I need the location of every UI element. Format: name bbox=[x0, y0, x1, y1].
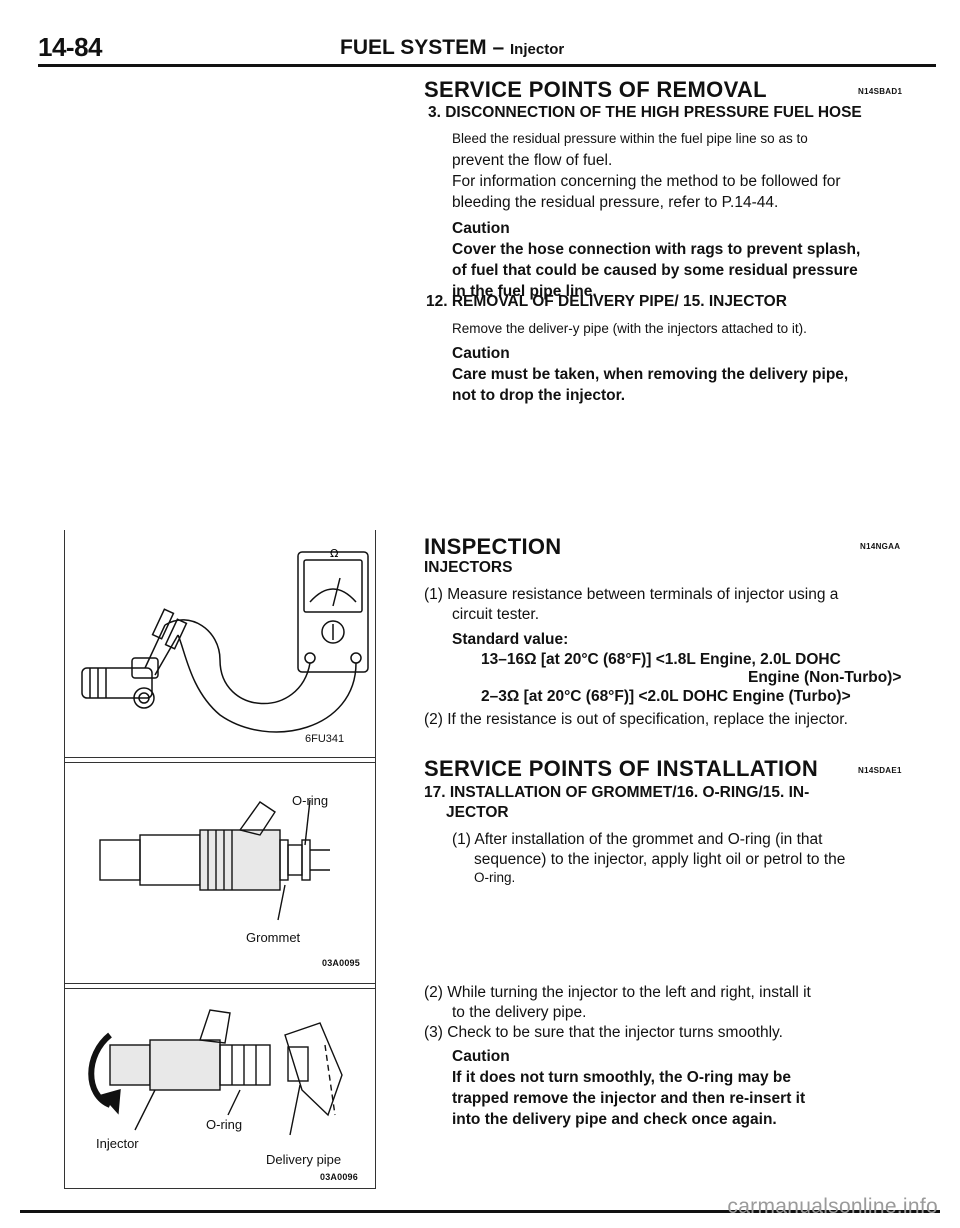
figure2-code: 03A0095 bbox=[322, 958, 360, 968]
inspection-heading: INSPECTION bbox=[424, 534, 562, 559]
injector-install-illustration bbox=[88, 1009, 343, 1136]
installation-code: N14SDAE1 bbox=[858, 766, 902, 775]
step12-text: Remove the deliver-y pipe (with the inje… bbox=[452, 321, 807, 336]
standard-value-1: 13–16Ω [at 20°C (68°F)] <1.8L Engine, 2.… bbox=[481, 651, 841, 668]
page-number: 14-84 bbox=[38, 32, 103, 62]
installation-heading: SERVICE POINTS OF INSTALLATION bbox=[424, 756, 819, 781]
figure-divider-1 bbox=[64, 757, 376, 758]
section-name: FUEL SYSTEM bbox=[340, 36, 487, 59]
figure-frame-right bbox=[375, 530, 376, 1188]
standard-value-2: 2–3Ω [at 20°C (68°F)] <2.0L DOHC Engine … bbox=[481, 688, 851, 705]
standard-value-label: Standard value: bbox=[452, 631, 569, 648]
injector-oring-grommet-illustration bbox=[99, 799, 330, 921]
inspection-item1-line2: circuit tester. bbox=[452, 606, 539, 623]
title-dash: – bbox=[492, 36, 505, 59]
figure3-code: 03A0096 bbox=[320, 1172, 358, 1182]
caution1-line2: of fuel that could be caused by some res… bbox=[452, 262, 858, 279]
install-caution-line1: If it does not turn smoothly, the O-ring… bbox=[452, 1069, 792, 1086]
inspection-item2: (2) If the resistance is out of specific… bbox=[424, 711, 848, 728]
section-subtitle: Injector bbox=[510, 41, 565, 58]
install-item1-line3: O-ring. bbox=[474, 870, 516, 885]
figure-divider-1b bbox=[64, 762, 376, 763]
inspection-item1-line1: (1) Measure resistance between terminals… bbox=[424, 586, 839, 603]
install-caution-line2: trapped remove the injector and then re-… bbox=[452, 1090, 806, 1107]
resistance-test-illustration: Ω bbox=[81, 547, 369, 733]
figure-frame-left bbox=[64, 530, 65, 1188]
figure2-oring-label: O-ring bbox=[292, 793, 329, 808]
caution1-label: Caution bbox=[452, 220, 510, 237]
standard-value-1-cont: Engine (Non-Turbo)> bbox=[748, 669, 902, 686]
install-item1-line1: (1) After installation of the grommet an… bbox=[452, 831, 823, 848]
install-item2-line1: (2) While turning the injector to the le… bbox=[424, 984, 811, 1001]
inspection-subheading: INJECTORS bbox=[424, 559, 513, 576]
figure3-oring-label: O-ring bbox=[206, 1117, 243, 1132]
step3-line1: Bleed the residual pressure within the f… bbox=[452, 131, 808, 146]
caution1-line3: in the fuel pipe line. bbox=[452, 283, 597, 300]
install-caution-line3: into the delivery pipe and check once ag… bbox=[452, 1111, 777, 1128]
install-item1-line2: sequence) to the injector, apply light o… bbox=[474, 851, 846, 868]
step3-line4: bleeding the residual pressure, refer to… bbox=[452, 194, 779, 211]
removal-code: N14SBAD1 bbox=[858, 87, 903, 96]
step3-title: 3. DISCONNECTION OF THE HIGH PRESSURE FU… bbox=[428, 104, 862, 121]
footer-rule bbox=[20, 1210, 940, 1213]
figure3-injector-label: Injector bbox=[96, 1136, 139, 1151]
figure-divider-2b bbox=[64, 988, 376, 989]
watermark: carmanualsonline.info bbox=[727, 1195, 938, 1218]
step17-line1: 17. INSTALLATION OF GROMMET/16. O-RING/1… bbox=[424, 784, 810, 801]
install-caution-label: Caution bbox=[452, 1048, 510, 1065]
figure3-pipe-label: Delivery pipe bbox=[266, 1152, 342, 1167]
removal-heading: SERVICE POINTS OF REMOVAL bbox=[424, 77, 767, 102]
caution2-line2: not to drop the injector. bbox=[452, 387, 626, 404]
figure2-grommet-label: Grommet bbox=[246, 930, 301, 945]
inspection-code: N14NGAA bbox=[860, 542, 901, 551]
figure-divider-2 bbox=[64, 983, 376, 984]
caution2-label: Caution bbox=[452, 345, 510, 362]
step3-line2: prevent the flow of fuel. bbox=[452, 152, 613, 169]
step17-line2: JECTOR bbox=[446, 804, 509, 821]
install-item3: (3) Check to be sure that the injector t… bbox=[424, 1024, 783, 1041]
step3-line3: For information concerning the method to… bbox=[452, 173, 841, 190]
header-rule bbox=[38, 64, 936, 67]
page-title: FUEL SYSTEM – Injector bbox=[340, 36, 564, 60]
caution1-line1: Cover the hose connection with rags to p… bbox=[452, 241, 861, 258]
figure-frame-bottom bbox=[64, 1188, 376, 1189]
meter-ohm-symbol: Ω bbox=[330, 547, 338, 560]
figure1-code: 6FU341 bbox=[305, 733, 345, 745]
step12-title: 12. REMOVAL OF DELIVERY PIPE/ 15. INJECT… bbox=[426, 293, 787, 310]
install-item2-line2: to the delivery pipe. bbox=[452, 1004, 587, 1021]
caution2-line1: Care must be taken, when removing the de… bbox=[452, 366, 849, 383]
